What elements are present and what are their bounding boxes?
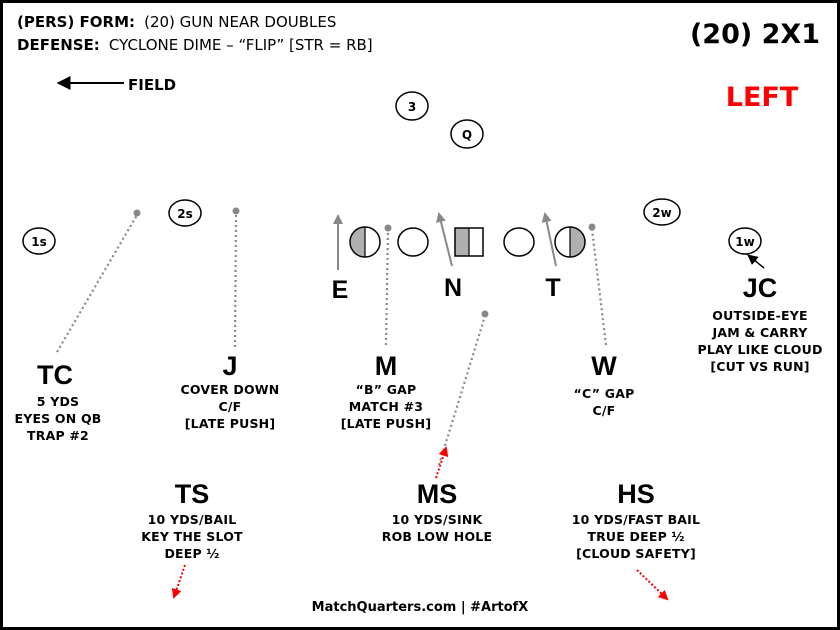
defender-tc-note: 5 YDS <box>37 394 79 409</box>
defender-ms-note: 10 YDS/SINK <box>392 512 484 527</box>
defender-m-note: “B” GAP <box>356 382 417 397</box>
m-assignment-dot <box>384 224 392 232</box>
defender-w-label: W <box>591 351 617 381</box>
receiver-2w-circle <box>643 198 681 226</box>
hs-bail-arrow <box>636 569 669 601</box>
lineman-left-guard <box>397 227 429 257</box>
corner-title: (20) 2X1 <box>690 19 820 50</box>
receiver-2w: 2w <box>643 198 681 226</box>
defender-m-note: MATCH #3 <box>349 399 423 414</box>
defender-j-note: C/F <box>219 399 242 414</box>
tc-assignment-dot <box>133 209 141 217</box>
receiver-1w: 1w <box>728 227 762 255</box>
player-3: 3 <box>395 91 429 121</box>
header-line2: DEFENSE: CYCLONE DIME – “FLIP” [STR = RB… <box>17 35 373 54</box>
player-qb: Q <box>450 119 484 149</box>
lineman-left-tackle <box>349 226 381 258</box>
defender-hs-note: 10 YDS/FAST BAIL <box>572 512 700 527</box>
defender-ms-note: ROB LOW HOLE <box>382 529 492 544</box>
ms-assignment-dot <box>481 310 489 318</box>
defender-w-note: “C” GAP <box>574 386 635 401</box>
ms-red-arrow <box>435 446 449 479</box>
defender-ts-note: DEEP ½ <box>164 546 219 561</box>
player-qb-label: Q <box>462 128 472 142</box>
dl-end-label: E <box>332 276 349 304</box>
direction-label: LEFT <box>726 82 799 113</box>
defender-w: W “C” GAP C/F <box>574 351 635 418</box>
defender-jc-note: OUTSIDE-EYE <box>712 308 807 323</box>
footer-credit: MatchQuarters.com | #ArtofX <box>312 600 529 615</box>
offensive-line <box>349 226 586 258</box>
defender-hs-label: HS <box>617 479 655 509</box>
defender-hs-note: TRUE DEEP ½ <box>587 529 684 544</box>
j-assignment-line <box>233 212 238 348</box>
defender-tc: TC 5 YDS EYES ON QB TRAP #2 <box>14 360 101 443</box>
receiver-2w-label: 2w <box>652 206 671 220</box>
defender-w-note: C/F <box>593 403 616 418</box>
defender-ts: TS 10 YDS/BAIL KEY THE SLOT DEEP ½ <box>141 479 243 561</box>
defender-jc-note: [CUT VS RUN] <box>710 359 809 374</box>
defender-jc-note: JAM & CARRY <box>711 325 808 340</box>
defender-j-note: COVER DOWN <box>181 382 280 397</box>
defender-tc-note: TRAP #2 <box>27 428 89 443</box>
ms-assignment-line <box>437 315 487 466</box>
tc-assignment-line <box>56 214 138 353</box>
defender-hs-note: [CLOUD SAFETY] <box>576 546 696 561</box>
lineman-right-guard <box>503 227 535 257</box>
w-assignment-line <box>590 228 608 346</box>
defender-ts-label: TS <box>175 479 210 509</box>
tackle-rush-arrow <box>541 212 557 267</box>
defender-tc-label: TC <box>37 360 73 390</box>
receiver-1s-circle <box>22 227 56 255</box>
defender-hs: HS 10 YDS/FAST BAIL TRUE DEEP ½ [CLOUD S… <box>572 479 700 561</box>
w-assignment-dot <box>588 223 596 231</box>
nose-rush-arrow <box>436 212 453 267</box>
player-qb-circle <box>450 119 484 149</box>
defender-ts-note: KEY THE SLOT <box>141 529 243 544</box>
defender-jc-note: PLAY LIKE CLOUD <box>697 342 822 357</box>
defender-j-label: J <box>222 351 237 381</box>
dl-nose-label: N <box>444 274 462 302</box>
player-3-label: 3 <box>408 100 416 114</box>
receiver-1w-label: 1w <box>735 235 754 249</box>
defender-jc-label: JC <box>743 273 778 303</box>
lineman-right-tackle <box>554 226 586 258</box>
header-line1: (PERS) FORM: (20) GUN NEAR DOUBLES <box>17 12 336 31</box>
receiver-2s: 2s <box>168 199 202 227</box>
defender-m-note: [LATE PUSH] <box>341 416 432 431</box>
defender-j-note: [LATE PUSH] <box>185 416 276 431</box>
receiver-1w-circle <box>728 227 762 255</box>
dl-tackle-label: T <box>545 274 560 302</box>
defender-m-label: M <box>375 351 398 381</box>
defender-j: J COVER DOWN C/F [LATE PUSH] <box>181 351 280 431</box>
receiver-2s-label: 2s <box>177 207 193 221</box>
j-assignment-dot <box>232 207 240 215</box>
defender-ts-note: 10 YDS/BAIL <box>148 512 237 527</box>
defender-ms: MS 10 YDS/SINK ROB LOW HOLE <box>382 479 492 544</box>
lineman-center <box>454 227 484 257</box>
receiver-1s-label: 1s <box>31 235 47 249</box>
defender-ms-label: MS <box>417 479 458 509</box>
field-label: FIELD <box>128 76 176 94</box>
player-3-circle <box>395 91 429 121</box>
ts-bail-arrow <box>171 564 186 599</box>
jc-jam-arrow <box>747 254 765 269</box>
receiver-2s-circle <box>168 199 202 227</box>
receiver-1s: 1s <box>22 227 56 255</box>
defender-m: M “B” GAP MATCH #3 [LATE PUSH] <box>341 351 432 431</box>
m-assignment-line <box>384 228 390 346</box>
defender-jc: JC OUTSIDE-EYE JAM & CARRY PLAY LIKE CLO… <box>697 273 822 374</box>
defender-tc-note: EYES ON QB <box>14 411 101 426</box>
